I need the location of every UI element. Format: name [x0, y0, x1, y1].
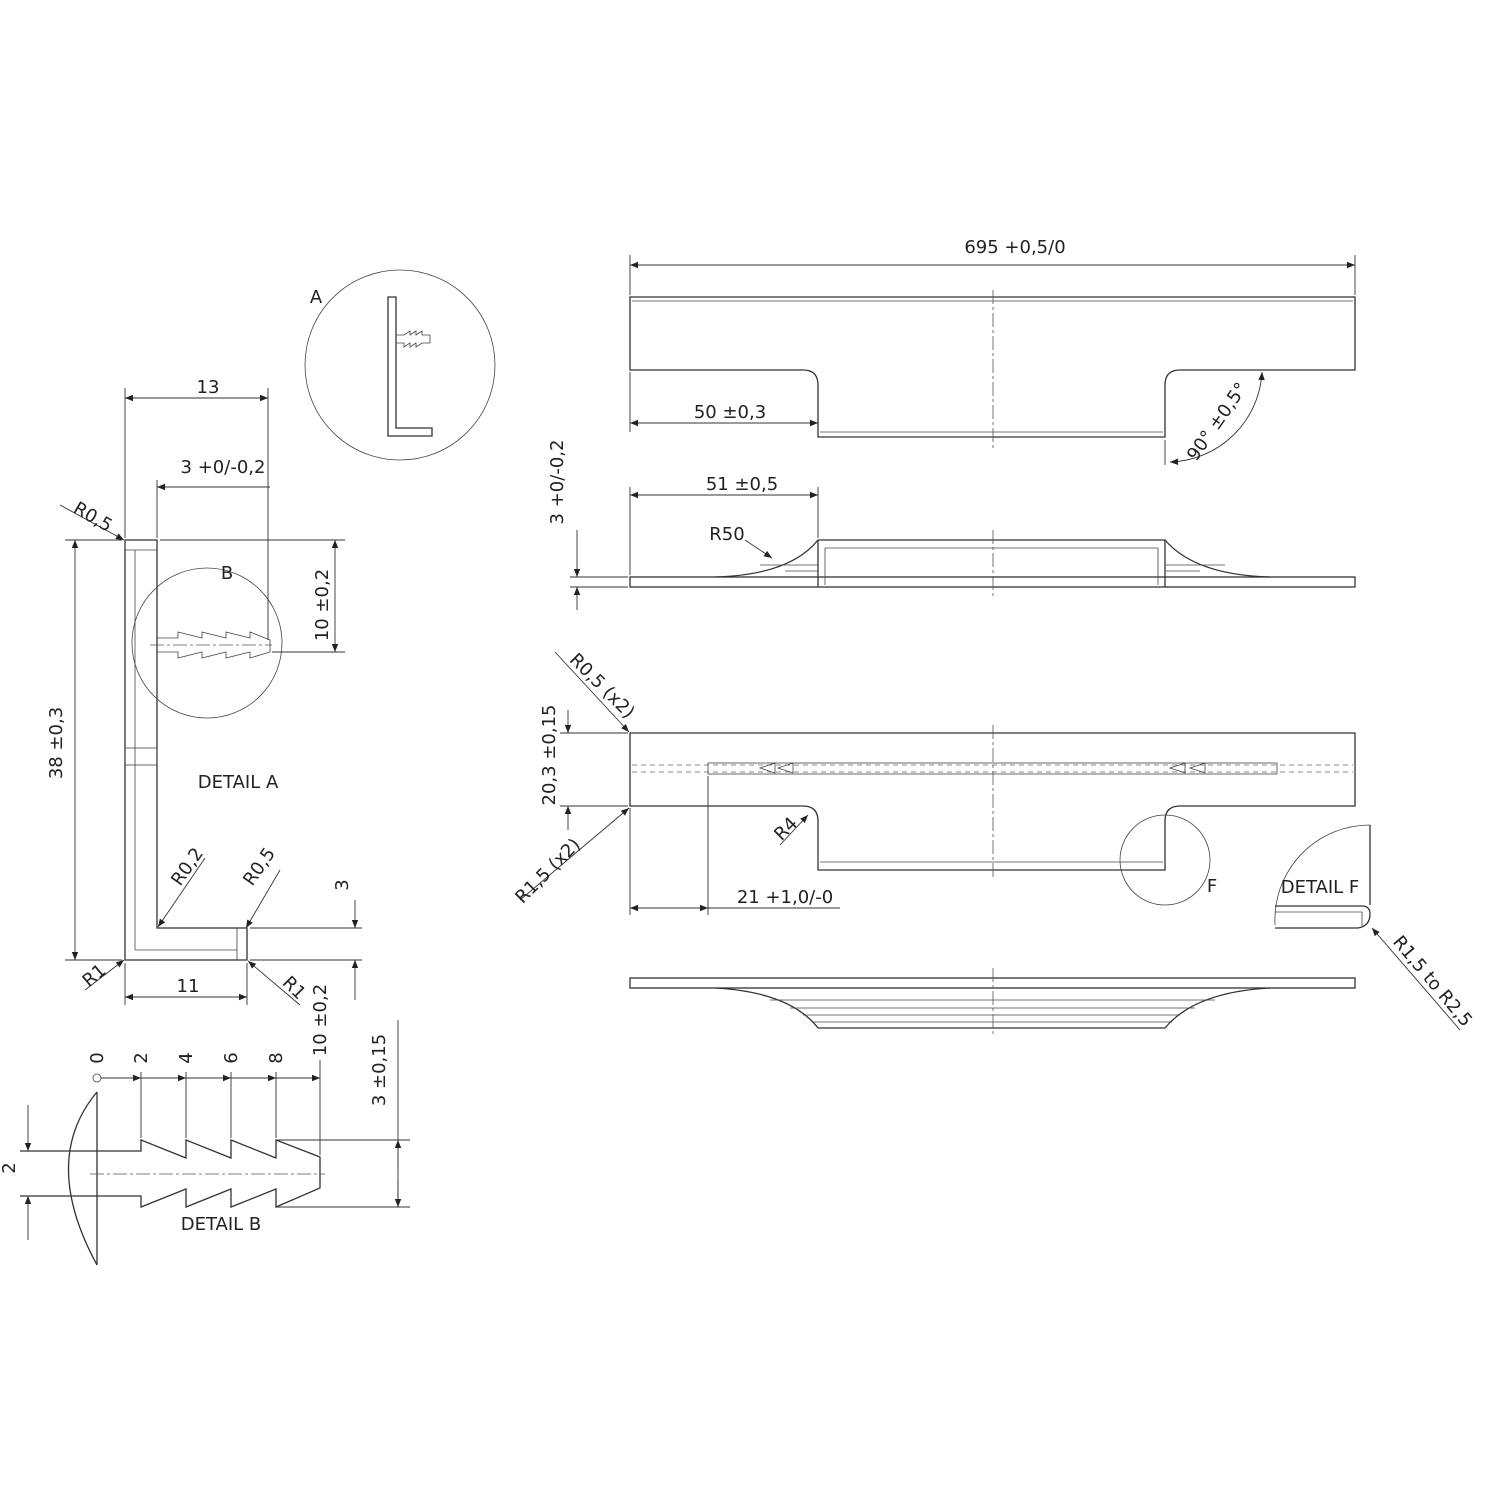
plan-view: 20,3 ±0,15 R0,5 (x2) R1,5 (x2) R4 21 +1,…: [511, 649, 1356, 915]
overall-length-label: 695 +0,5/0: [964, 237, 1065, 258]
detail-f-callout-circle: [1119, 814, 1211, 906]
detail-f-callout-label: F: [1207, 876, 1217, 897]
thickness-label: 3 +0/-0,2: [547, 440, 568, 525]
callout-a: A: [304, 269, 496, 461]
dowel-position-label: 10 ±0,2: [312, 569, 333, 641]
ramp-radius-label: R50: [709, 524, 744, 545]
detail-a-title: DETAIL A: [198, 772, 279, 793]
thickness-label: 3 +0/-0,2: [181, 457, 266, 478]
corner-radius-left-label: R1: [79, 960, 111, 991]
detail-b: 0 2 4 6 8 10 ±0,2 3 ±0,15 2 DETAIL B: [0, 984, 410, 1266]
corner-radius-label: R0,5 (x2): [565, 649, 639, 723]
ramp-length-label: 51 ±0,5: [706, 474, 778, 495]
inner-radius-label: R0,2: [167, 844, 208, 890]
tick-0: 0: [87, 1052, 108, 1063]
callout-b-label: B: [221, 563, 233, 584]
tick-8: 8: [266, 1052, 287, 1063]
origin-marker: [92, 1073, 102, 1083]
bottom-view: [629, 968, 1356, 1035]
corner-radius-right-label: R1: [278, 972, 310, 1004]
tick-6: 6: [221, 1052, 242, 1063]
top-radius-label: R0,5: [70, 498, 116, 537]
leg-radius-label: R0,5: [239, 844, 280, 890]
tick-4: 4: [176, 1052, 197, 1063]
height-label: 38 ±0,3: [46, 707, 67, 779]
length-label: 10 ±0,2: [310, 984, 331, 1056]
detail-f: DETAIL F R1,5 to R2,5: [1274, 824, 1476, 1031]
leg-length-label: 11: [177, 976, 200, 997]
notch-offset-label: 50 ±0,3: [694, 402, 766, 423]
groove: [707, 762, 1278, 775]
tick-2: 2: [131, 1052, 152, 1063]
width-label: 20,3 ±0,15: [539, 705, 560, 806]
inner-radius-label: R4: [770, 813, 802, 845]
width-label: 13: [197, 377, 220, 398]
shank-label: 2: [0, 1162, 20, 1173]
callout-a-label: A: [310, 287, 323, 308]
side-view: 51 ±0,5 R50 3 +0/-0,2: [547, 440, 1356, 610]
groove-offset-label: 21 +1,0/-0: [737, 887, 833, 908]
detail-b-title: DETAIL B: [181, 1214, 262, 1235]
detail-f-title: DETAIL F: [1281, 877, 1360, 898]
outer-radius-label: R1,5 (x2): [511, 834, 585, 908]
bend-angle-label: 90° ±0,5°: [1183, 379, 1252, 465]
detail-f-radius-label: R1,5 to R2,5: [1388, 932, 1476, 1031]
diameter-label: 3 ±0,15: [369, 1034, 390, 1106]
top-view: 695 +0,5/0 50 ±0,3 90° ±0,5°: [629, 237, 1356, 465]
detail-b-callout-circle: [131, 567, 283, 719]
detail-a: B DETAIL A 13 3 +0/-0,2 R0,5 10 ±0,2 38 …: [46, 377, 362, 1006]
leg-thickness-label: 3: [332, 879, 353, 890]
